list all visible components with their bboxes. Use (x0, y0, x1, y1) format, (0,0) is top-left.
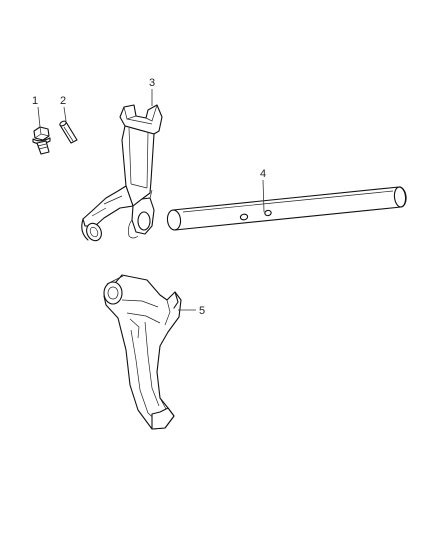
callout-3: 3 (149, 77, 155, 106)
callout-1-number: 1 (32, 95, 38, 107)
pin-part (59, 120, 78, 144)
callout-4: 4 (260, 168, 266, 213)
callout-2: 2 (60, 95, 67, 122)
shift-rail-part (166, 186, 407, 231)
bolt-part (32, 126, 51, 155)
callout-1: 1 (32, 95, 41, 128)
shift-bracket-part (81, 104, 163, 242)
callout-3-number: 3 (149, 77, 155, 89)
callout-2-number: 2 (60, 95, 66, 107)
shift-fork-part (103, 274, 182, 430)
callout-4-number: 4 (260, 168, 266, 180)
callout-5-number: 5 (199, 305, 205, 317)
callout-5: 5 (178, 305, 205, 317)
